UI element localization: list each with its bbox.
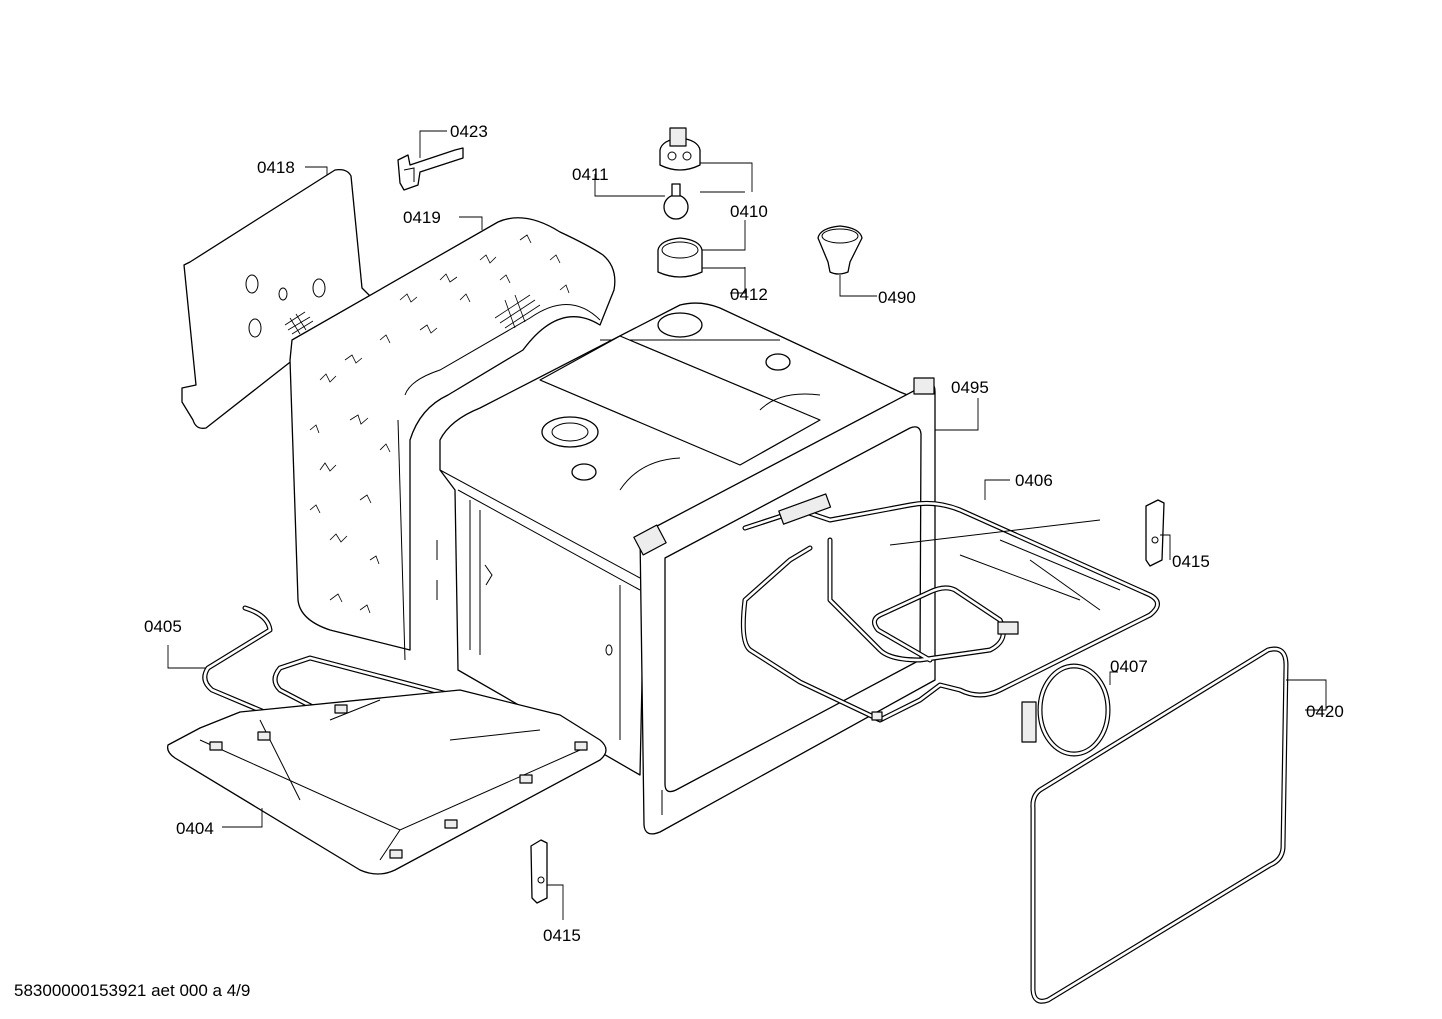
part-0407-ring-element [1021,663,1111,757]
callout-0410: 0410 [730,202,768,221]
callout-0406: 0406 [1015,471,1053,490]
callout-labels: 0423 0418 0411 0410 0419 0412 0490 0495 … [144,122,1344,945]
part-0490-lamp-housing [817,225,863,275]
part-0412-lamp-ring [657,237,703,278]
callout-0412: 0412 [730,285,768,304]
part-0418-rear-panel [181,168,373,429]
callout-0490: 0490 [878,288,916,307]
part-0406-grill-element [740,493,1160,723]
callout-0415-right: 0415 [1172,552,1210,571]
callout-0411: 0411 [572,165,609,184]
part-0411-lamp-bulb [663,183,689,220]
callout-0495: 0495 [951,378,989,397]
part-0423-bracket [397,147,464,191]
drawing-footer-code: 58300000153921 aet 000 a 4/9 [14,981,251,1000]
callout-0407: 0407 [1110,657,1148,676]
part-0415-rack-support-left [530,839,548,904]
callout-0415-left: 0415 [543,926,581,945]
callout-0420: 0420 [1306,702,1344,721]
callout-0423: 0423 [450,122,488,141]
part-0404-bottom-plate [167,689,607,875]
leader-lines [167,130,1327,920]
callout-0419: 0419 [403,208,441,227]
callout-0404: 0404 [176,819,214,838]
part-0419-insulation-wrap [289,217,616,661]
part-0415-rack-support-right [1145,499,1165,567]
callout-0405: 0405 [144,617,182,636]
part-0410-lamp-cover [659,127,701,171]
callout-0418: 0418 [257,158,295,177]
part-0420-door-seal [1030,646,1289,1004]
oven-cavity [436,302,921,776]
